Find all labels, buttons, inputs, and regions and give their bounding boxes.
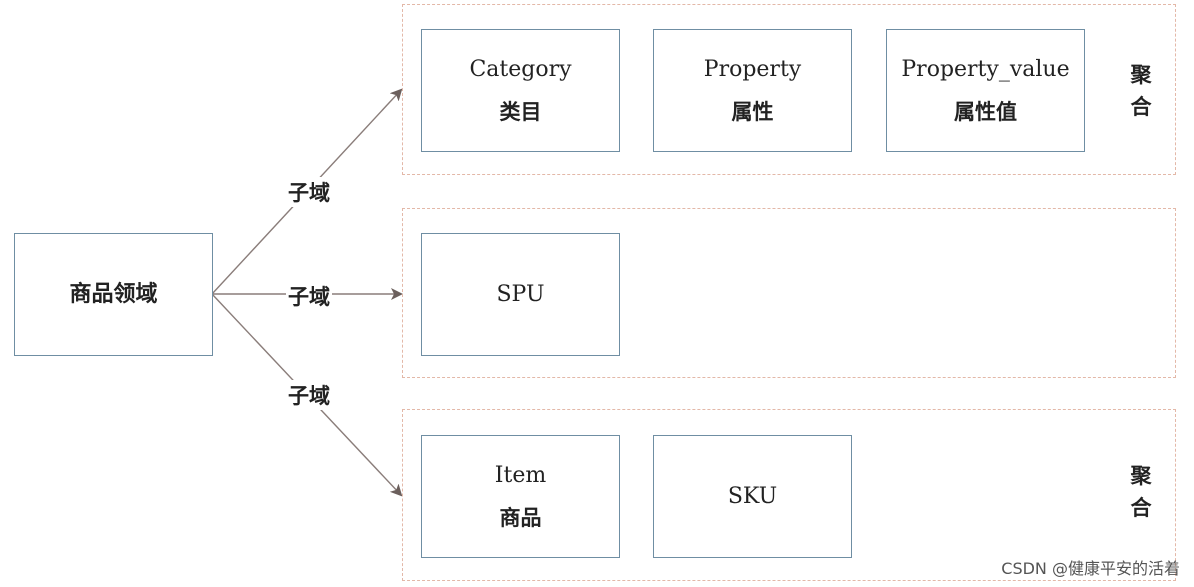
edge-label-middle: 子域 xyxy=(286,281,332,311)
node-category-en: Category xyxy=(469,56,572,82)
node-sku: SKU xyxy=(653,435,852,558)
node-category: Category 类目 xyxy=(421,29,620,152)
aggregate-label-top: 聚 合 xyxy=(1126,59,1156,123)
node-item-en: Item xyxy=(494,462,547,488)
root-node: 商品领域 xyxy=(14,233,213,356)
aggregate-char-2: 合 xyxy=(1130,95,1152,119)
aggregate-char-2: 合 xyxy=(1130,496,1152,520)
node-spu-en: SPU xyxy=(496,281,545,307)
node-category-zh: 类目 xyxy=(499,99,542,124)
node-property-en: Property xyxy=(703,56,802,82)
node-property-value-zh: 属性值 xyxy=(954,99,1017,124)
aggregate-label-bottom: 聚 合 xyxy=(1126,460,1156,524)
node-sku-en: SKU xyxy=(727,483,778,509)
node-property: Property 属性 xyxy=(653,29,852,152)
root-label: 商品领域 xyxy=(69,281,158,307)
node-property-zh: 属性 xyxy=(731,99,774,124)
edge-label-bottom: 子域 xyxy=(286,380,332,410)
node-item-zh: 商品 xyxy=(499,505,542,530)
node-property-value: Property_value 属性值 xyxy=(886,29,1085,152)
edge-label-top: 子域 xyxy=(286,177,332,207)
node-spu: SPU xyxy=(421,233,620,356)
aggregate-char-1: 聚 xyxy=(1130,63,1152,87)
aggregate-group-bottom xyxy=(402,409,1176,581)
aggregate-group-middle xyxy=(402,208,1176,378)
node-item: Item 商品 xyxy=(421,435,620,558)
node-property-value-en: Property_value xyxy=(901,56,1070,82)
watermark: CSDN @健康平安的活着 xyxy=(1001,559,1180,578)
aggregate-char-1: 聚 xyxy=(1130,464,1152,488)
aggregate-group-top xyxy=(402,4,1176,175)
